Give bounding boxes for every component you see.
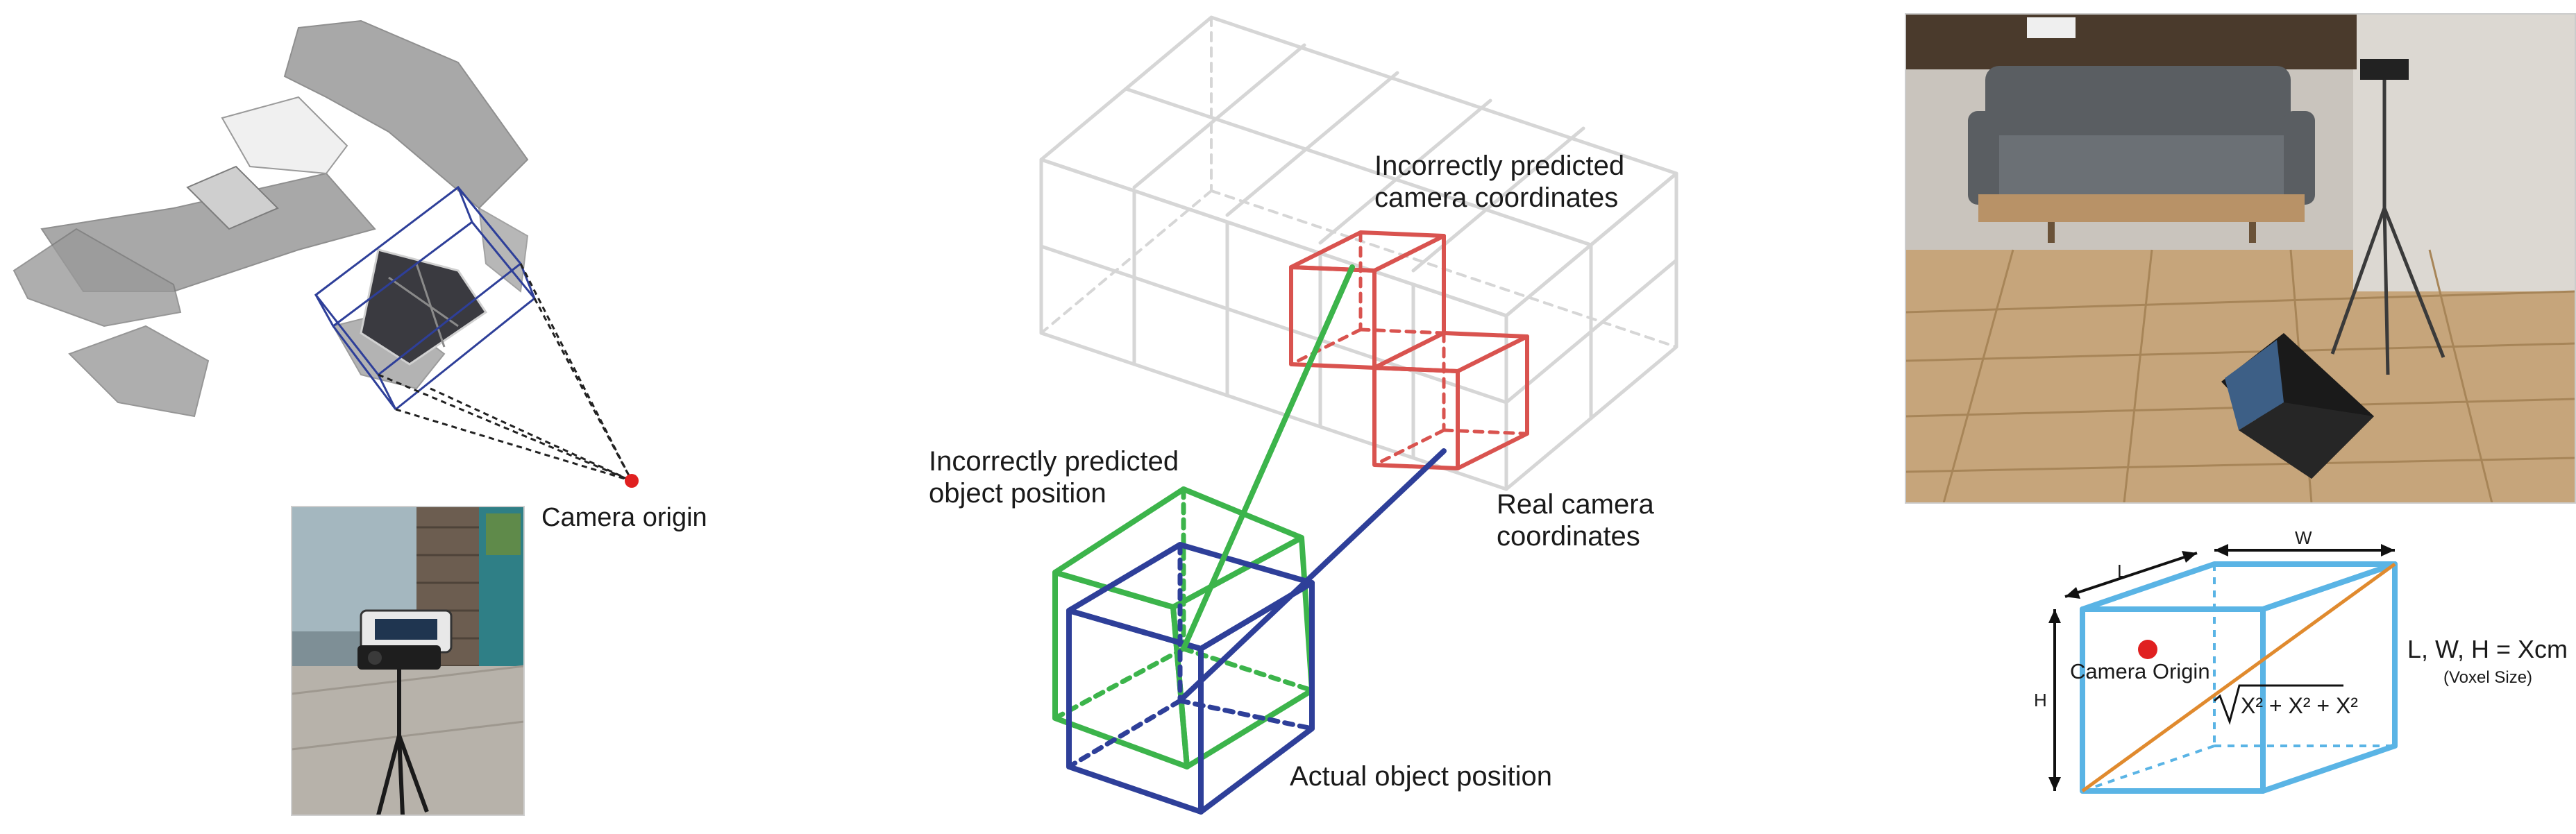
- room-setup-photo: [1905, 13, 2576, 504]
- left-panel: Camera origin: [12, 19, 707, 816]
- incorrect-prediction-line: [1181, 264, 1355, 652]
- incorrect-object-voxel-hidden: [1052, 486, 1315, 721]
- point-cloud-render: [12, 19, 529, 418]
- detected-object-render: [360, 248, 488, 366]
- actual-object-voxel-hidden: [1066, 542, 1315, 769]
- real-camera-label-line2: coordinates: [1497, 521, 1640, 552]
- camera-rig-photo: [291, 506, 525, 816]
- incorrect-object-label-line2: object position: [929, 478, 1106, 509]
- camera-origin-label-voxel: Camera Origin: [2070, 659, 2210, 683]
- voxel-grid: [1039, 15, 1678, 491]
- camera-origin-label: Camera origin: [541, 503, 707, 532]
- space-diagonal: [2081, 562, 2396, 793]
- center-panel: Incorrectly predicted camera coordinates…: [929, 15, 1678, 815]
- actual-relation-line: [1181, 448, 1447, 700]
- incorrect-camera-voxels-hidden: [1289, 230, 1529, 467]
- incorrect-camera-label-line2: camera coordinates: [1374, 182, 1618, 213]
- dim-w-label: W: [2295, 527, 2312, 548]
- laptop: [2221, 333, 2374, 479]
- actual-object-voxel: [1066, 542, 1315, 815]
- dimension-arrows: [2048, 544, 2395, 791]
- diagonal-formula: X² + X² + X²: [2214, 684, 2358, 725]
- diagonal-formula-text: X² + X² + X²: [2241, 693, 2358, 718]
- tripod-camera: [2330, 59, 2445, 375]
- voxel-size-cube: [2080, 561, 2398, 794]
- camera-origin-dot: [625, 474, 639, 488]
- dim-h-label: H: [2034, 690, 2047, 710]
- incorrect-camera-label-line1: Incorrectly predicted: [1374, 151, 1624, 181]
- sofa: [1968, 66, 2315, 243]
- incorrect-object-label-line1: Incorrectly predicted: [929, 446, 1179, 477]
- real-camera-label-line1: Real camera: [1497, 489, 1655, 520]
- voxel-size-formula: L, W, H = Xcm: [2407, 635, 2568, 663]
- projection-rays: [378, 263, 633, 482]
- voxel-size-note: (Voxel Size): [2443, 668, 2532, 687]
- right-panel: Camera Origin W L H X² + X² + X² L, W, H…: [1905, 13, 2576, 794]
- camera-origin-dot-voxel: [2138, 640, 2157, 659]
- dim-l-label: L: [2117, 561, 2127, 581]
- actual-object-label: Actual object position: [1290, 761, 1552, 792]
